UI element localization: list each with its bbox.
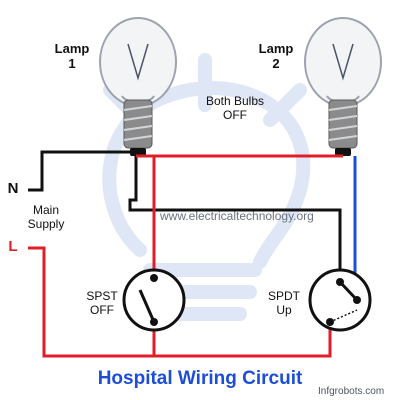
- lamp-2-label: Lamp 2: [252, 41, 300, 72]
- lamp-1-label-line1: Lamp: [54, 41, 90, 56]
- spst-state: OFF: [90, 302, 114, 317]
- credit-text: Infgrobots.com: [318, 386, 385, 397]
- spdt-switch[interactable]: [308, 268, 372, 332]
- live-terminal-label: L: [8, 238, 18, 255]
- spdt-switch-label: SPDT Up: [262, 289, 306, 318]
- bulbs-status-line2: OFF: [223, 107, 247, 122]
- spst-switch[interactable]: [122, 268, 186, 332]
- bulbs-status-line1: Both Bulbs: [205, 94, 265, 108]
- lamp-2-label-line1: Lamp: [258, 41, 294, 56]
- spdt-state: Up: [276, 302, 292, 317]
- main-supply-line2: Supply: [27, 216, 65, 231]
- lamp-1-bulb: [99, 17, 177, 156]
- lamp-1-label: Lamp 1: [48, 41, 96, 72]
- neutral-terminal-label: N: [7, 180, 19, 197]
- spdt-type: SPDT: [267, 289, 300, 303]
- main-supply-label: Main Supply: [20, 203, 72, 232]
- bulbs-status: Both Bulbs OFF: [190, 94, 280, 123]
- neutral-wire: [28, 150, 342, 282]
- lamp-2-label-line2: 2: [272, 55, 280, 71]
- main-supply-line1: Main: [32, 203, 59, 217]
- spst-switch-label: SPST OFF: [80, 289, 124, 318]
- live-wire: [28, 154, 343, 358]
- diagram-title: Hospital Wiring Circuit: [97, 368, 303, 389]
- watermark: www.electricaltechnology.org: [160, 209, 314, 223]
- lamp-1-label-line2: 1: [68, 55, 76, 71]
- lamp-2-bulb: [304, 17, 382, 156]
- spst-type: SPST: [86, 289, 118, 303]
